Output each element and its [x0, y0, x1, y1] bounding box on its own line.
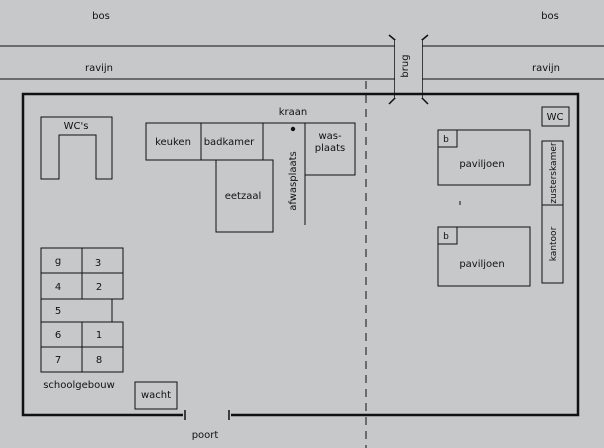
- guard-house: [134, 381, 178, 410]
- dining-hall-label: eetzaal: [225, 191, 262, 202]
- dishwashing-label: afwasplaats: [288, 151, 299, 211]
- pavilion-bottom-b-room: [437, 226, 458, 245]
- pavilion-bottom-label: paviljoen: [459, 259, 504, 270]
- pavilion-bottom-b-label: b: [443, 232, 449, 242]
- kitchen-label: keuken: [155, 137, 191, 148]
- school-room-label: g: [55, 256, 61, 267]
- gate-gap: [183, 410, 231, 420]
- bridge: [388, 34, 429, 105]
- school-room-label: 5: [55, 306, 61, 317]
- school-room-label: 2: [96, 282, 102, 293]
- wc-right: [541, 106, 570, 127]
- school-building: [40, 247, 124, 373]
- dining-hall: [215, 159, 274, 233]
- gate-label: poort: [192, 430, 219, 441]
- school-room-label: 8: [96, 355, 102, 366]
- school-room-label: 6: [55, 330, 61, 341]
- tap-dot: [290, 126, 296, 132]
- bridge-label: brug: [400, 54, 411, 77]
- tap-label: kraan: [279, 107, 308, 118]
- school-room-label: 7: [55, 355, 61, 366]
- office-label: kantoor: [549, 226, 559, 261]
- camp-boundary: [21, 92, 580, 417]
- pavilion-top: [437, 129, 531, 186]
- school-building-label: schoolgebouw: [43, 380, 115, 391]
- nurses-room-label: zusterskamer: [549, 142, 559, 203]
- pavilion-top-b-room: [437, 129, 458, 148]
- pavilion-bottom: [437, 226, 531, 287]
- bathroom-label: badkamer: [204, 137, 255, 148]
- forest-label-right: bos: [541, 11, 559, 22]
- pavilion-top-label: paviljoen: [459, 159, 504, 170]
- school-room-label: 1: [96, 330, 102, 341]
- pavilion-top-b-label: b: [443, 135, 449, 145]
- forest-label-left: bos: [92, 11, 110, 22]
- washroom-label: was-plaats: [315, 131, 346, 154]
- office: [541, 204, 564, 284]
- wc-block-label: WC's: [64, 121, 89, 132]
- school-room-label: 4: [55, 282, 61, 293]
- ravine-label-left: ravijn: [85, 63, 113, 74]
- ravine-label-right: ravijn: [532, 63, 560, 74]
- school-room-label: 3: [95, 258, 101, 269]
- wc-block: [40, 116, 113, 180]
- guard-house-label: wacht: [141, 390, 171, 401]
- wc-right-label: WC: [547, 112, 564, 123]
- washroom: [304, 122, 356, 176]
